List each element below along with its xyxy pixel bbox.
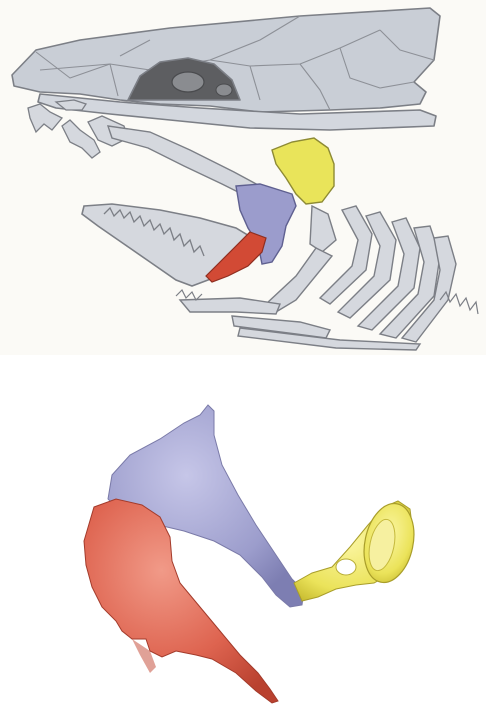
- stapes-yellow: [294, 499, 421, 601]
- ossicles-illustration: [0, 355, 486, 713]
- skull-diagram-panel: [0, 0, 486, 355]
- eye-outline: [172, 72, 204, 92]
- cranium: [12, 8, 440, 130]
- ossicles-diagram-panel: [0, 355, 486, 713]
- skull-illustration: [0, 0, 486, 355]
